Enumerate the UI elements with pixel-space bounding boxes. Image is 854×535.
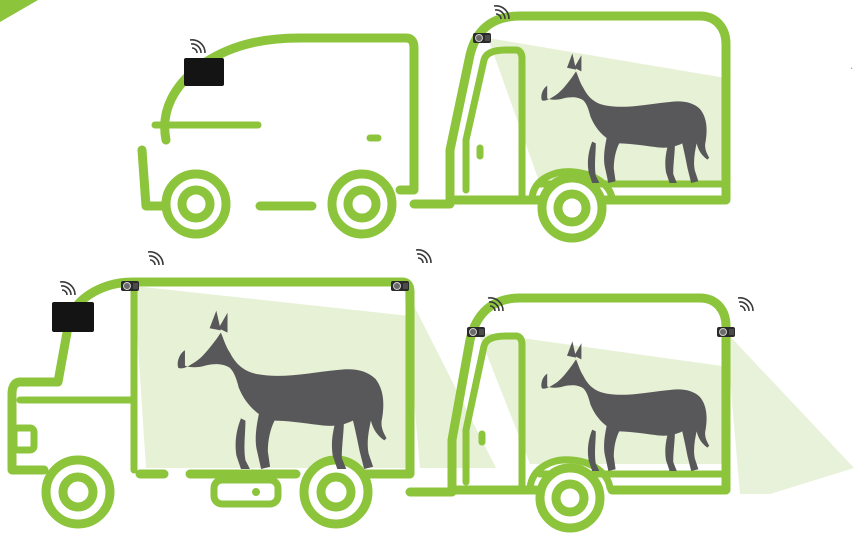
- monitor-icon: [52, 302, 94, 332]
- van-with-trailer-scene: [142, 6, 726, 238]
- camera-icon: [473, 33, 491, 43]
- truck-rear-wheel: [304, 460, 368, 524]
- wifi-icon: [738, 298, 753, 311]
- trailer-wheel: [542, 178, 602, 238]
- camera-icon: [717, 327, 735, 337]
- truck-front-wheel: [46, 460, 110, 524]
- camera-icon: [121, 281, 139, 291]
- truck-fuel-tank: [214, 480, 278, 504]
- truck-headlight: [14, 428, 34, 450]
- wifi-icon: [190, 40, 205, 53]
- wifi-icon: [416, 250, 431, 263]
- trailer-wheel: [540, 468, 600, 528]
- wifi-icon: [60, 282, 75, 295]
- camera-light-cone: [726, 332, 854, 494]
- corner-accent: [0, 0, 38, 22]
- camera-icon: [467, 327, 485, 337]
- monitor-icon: [184, 58, 224, 86]
- wifi-icon: [148, 252, 163, 265]
- horsebox-with-trailer-scene: [12, 250, 854, 528]
- van-front-wheel: [166, 174, 226, 234]
- edge-mark: ·: [850, 64, 853, 75]
- camera-icon: [391, 281, 409, 291]
- van-rear-wheel: [332, 174, 392, 234]
